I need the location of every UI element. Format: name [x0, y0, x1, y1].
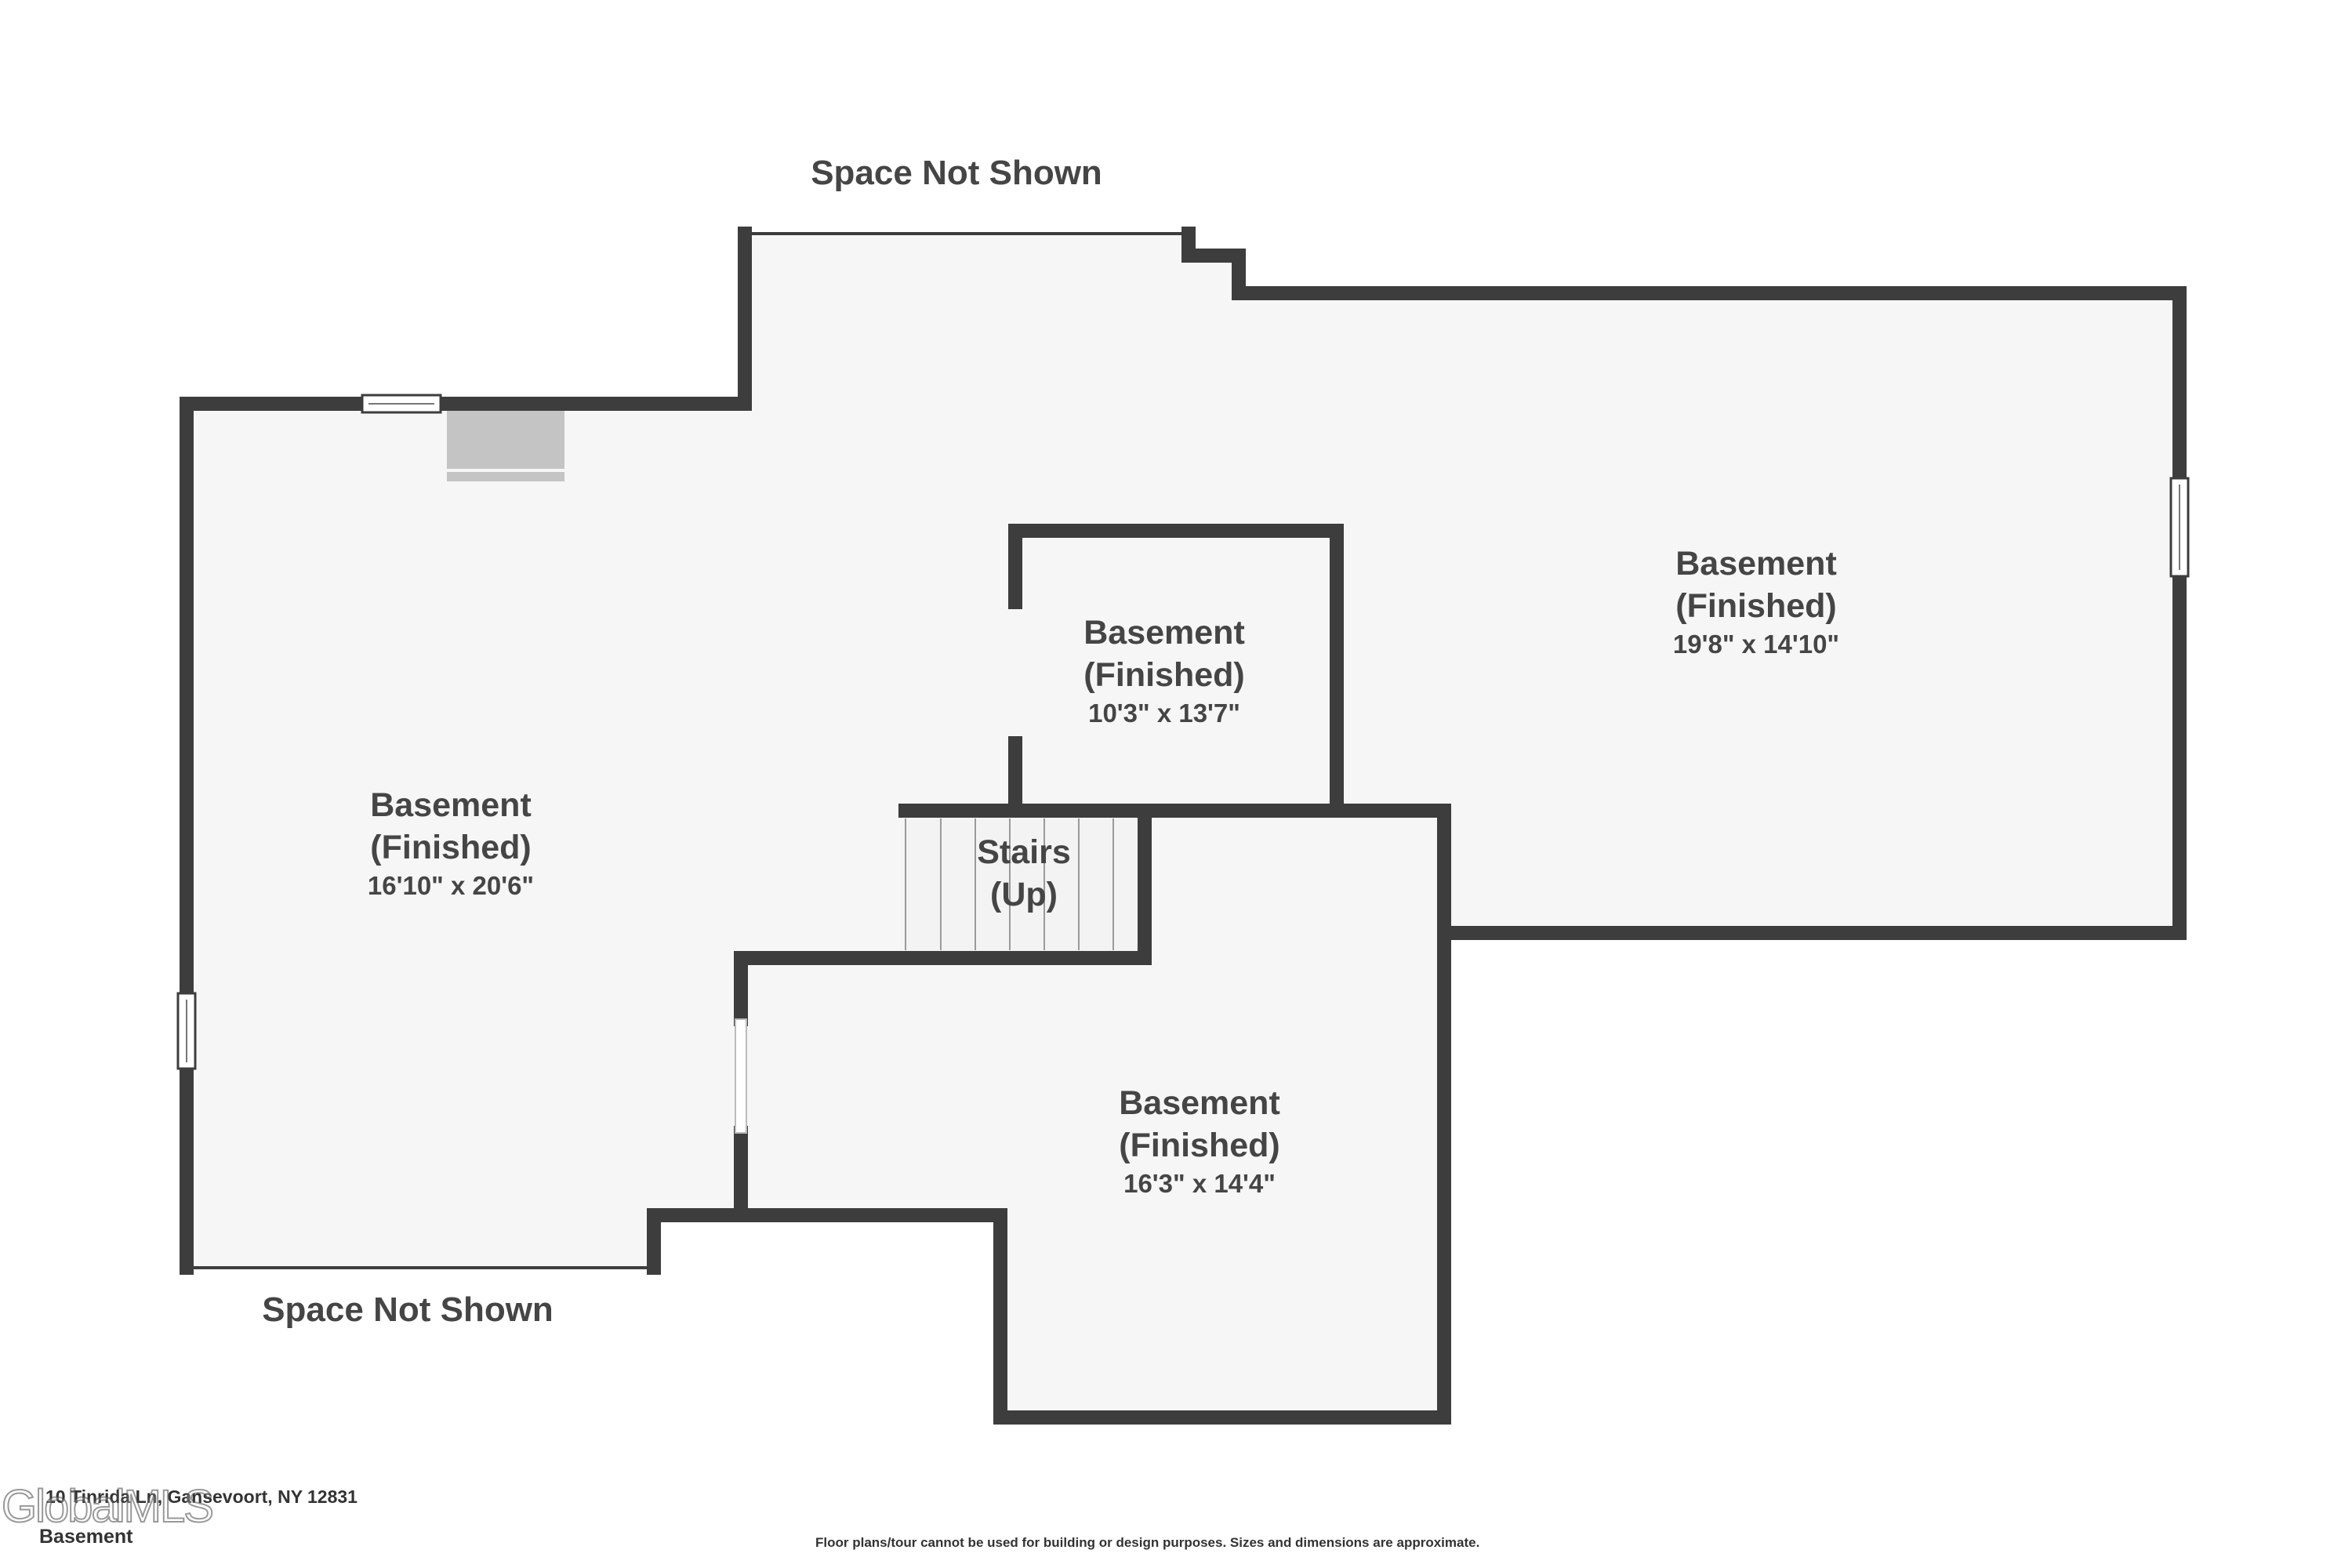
- interior-walls: [734, 524, 1451, 1222]
- wall: [1181, 227, 2187, 940]
- exterior-walls: [180, 227, 2187, 1425]
- room-name: Basement: [1675, 545, 1837, 583]
- room-name: Basement: [1119, 1084, 1280, 1122]
- room-dimensions: 10'3" x 13'7": [1088, 699, 1240, 728]
- room-dimensions: 16'10" x 20'6": [367, 871, 535, 900]
- room-label-stairs: Stairs (Up): [946, 831, 1102, 916]
- room-name: Basement: [370, 786, 532, 824]
- room-label-center: Basement (Finished) 10'3" x 13'7": [1007, 612, 1321, 731]
- room-name: (Finished): [1119, 1127, 1280, 1164]
- room-label-bottom: Basement (Finished) 16'3" x 14'4": [1043, 1082, 1356, 1201]
- room-name: (Finished): [370, 829, 532, 866]
- room-name: (Up): [990, 876, 1058, 913]
- space-not-shown-bottom: Space Not Shown: [262, 1290, 554, 1329]
- wall: [647, 804, 1451, 1425]
- floor-name: Basement: [39, 1526, 133, 1548]
- floor-area: [187, 234, 2180, 1417]
- stairs: [905, 818, 1145, 952]
- property-address: 10 Tinrida Ln, Gansevoort, NY 12831: [45, 1486, 358, 1507]
- room-name: Stairs: [977, 833, 1071, 871]
- wall: [734, 804, 1152, 1026]
- wall: [1008, 524, 1344, 818]
- room-name: (Finished): [1675, 587, 1837, 625]
- windows: [176, 394, 2190, 1070]
- room-label-left: Basement (Finished) 16'10" x 20'6": [294, 784, 608, 903]
- room-dimensions: 19'8" x 14'10": [1672, 630, 1840, 659]
- room-name: (Finished): [1083, 656, 1245, 694]
- disclaimer: Floor plans/tour cannot be used for buil…: [815, 1535, 1480, 1550]
- room-label-right: Basement (Finished) 19'8" x 14'10": [1599, 543, 1913, 662]
- room-dimensions: 16'3" x 14'4": [1123, 1169, 1276, 1198]
- wall: [180, 227, 752, 1275]
- room-name: Basement: [1083, 614, 1245, 652]
- utility-fixture: [447, 409, 564, 469]
- space-not-shown-top: Space Not Shown: [811, 154, 1102, 192]
- stairs-area: [906, 818, 1145, 952]
- utility-fixture-base: [447, 472, 564, 481]
- door-opening: [735, 1018, 747, 1134]
- watermark-logo: GlobalMLS: [1, 1480, 215, 1533]
